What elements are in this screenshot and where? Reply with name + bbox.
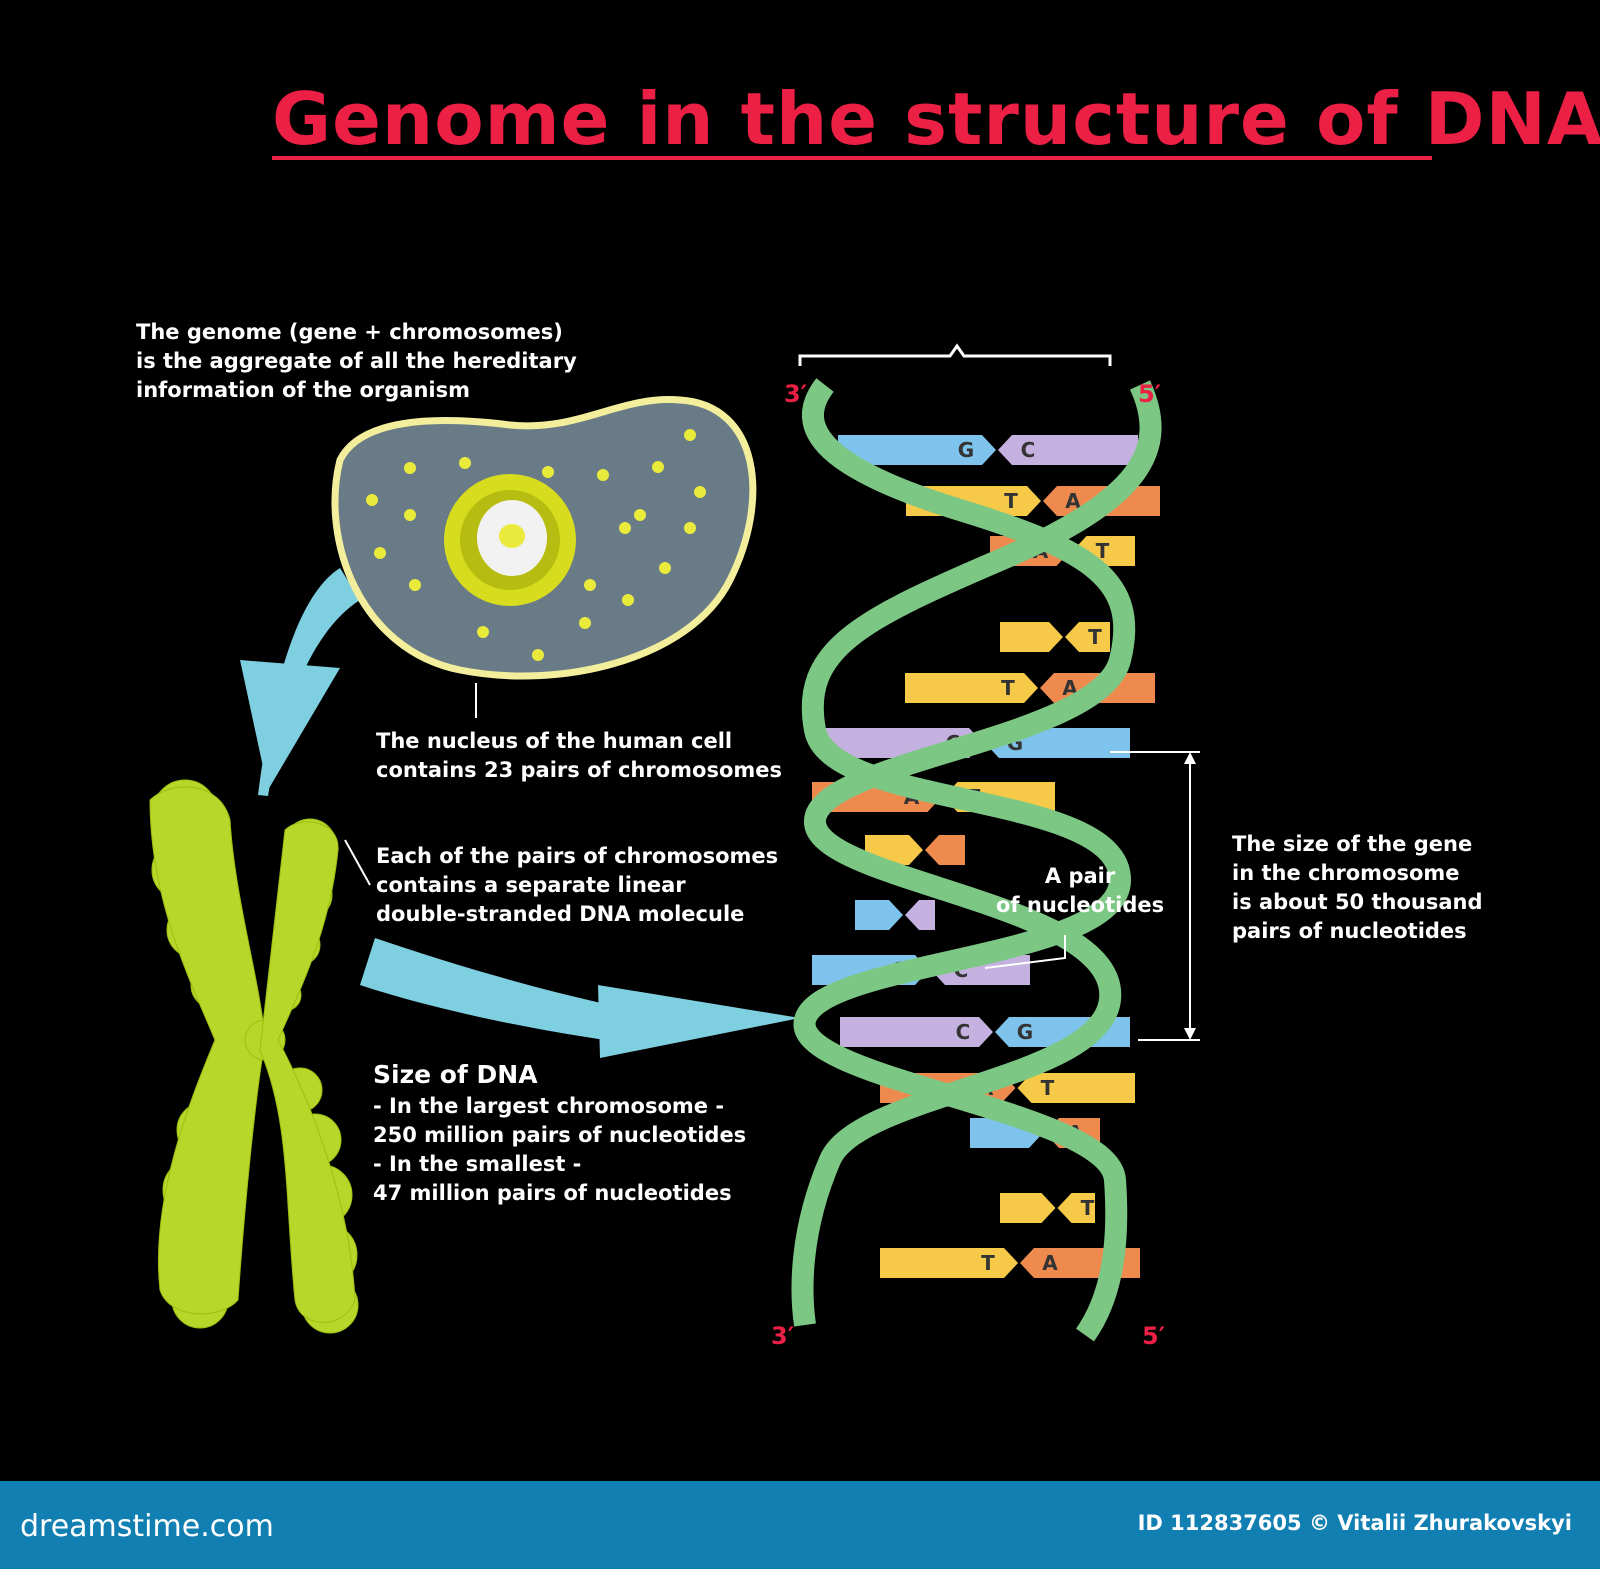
- nucleotide-pair-leader: [984, 935, 1066, 969]
- nucleotide-pair-label: A pair of nucleotides: [996, 864, 1165, 917]
- nucleotide-right: [1057, 1193, 1095, 1223]
- nucleotide-right: [925, 835, 965, 865]
- nucleotide-right-letter: T: [1041, 1076, 1055, 1100]
- nucleotide-right: [905, 900, 935, 930]
- nucleotide-left: [880, 1248, 1018, 1278]
- cell-nucleus: [444, 474, 576, 606]
- chromosome-left-arm: [149, 779, 266, 1329]
- chromosome-pairs-note: Each of the pairs of chromosomes contain…: [376, 844, 779, 926]
- nucleotide-right-letter: A: [1042, 1251, 1058, 1275]
- nucleotide-right-letter: G: [1017, 1020, 1033, 1044]
- footer-credit: ID 112837605 © Vitalii Zhurakovskyi: [1137, 1511, 1572, 1535]
- strand-end-top-left: 3′: [784, 380, 808, 408]
- nucleotide-left-letter: T: [1004, 489, 1018, 513]
- dna-helix: [791, 378, 1162, 1342]
- strand-end-top-right: 5′: [1138, 380, 1162, 408]
- nucleotide-left: [855, 900, 903, 930]
- human-cell: [331, 396, 757, 680]
- footer-bar: dreamstime.com ID 112837605 © Vitalii Zh…: [0, 1481, 1600, 1569]
- arrow-cell-to-chromosome: [240, 568, 360, 796]
- nucleotide-right-letter: T: [1081, 1196, 1095, 1220]
- chromosome-leader: [344, 839, 371, 886]
- gene-size-measure: [1110, 751, 1200, 1041]
- base-pair: [855, 900, 935, 930]
- base-pair: T: [1000, 1193, 1095, 1223]
- helix-strand-2: [793, 380, 1162, 1342]
- nucleotide-left-letter: C: [956, 1020, 971, 1044]
- top-bracket: [798, 343, 1112, 366]
- dna-size-note: - In the largest chromosome - 250 millio…: [373, 1094, 747, 1205]
- arrow-chromosome-to-dna: [360, 938, 800, 1058]
- dna-size-heading: Size of DNA: [373, 1060, 538, 1089]
- nucleotide-right-letter: T: [1096, 539, 1110, 563]
- nucleotide-left: [1000, 1193, 1056, 1223]
- nucleotide-right: [1065, 622, 1110, 652]
- nucleotide-left: [905, 673, 1038, 703]
- title-underline: [272, 156, 1432, 160]
- genome-note: The genome (gene + chromosomes) is the a…: [136, 320, 577, 402]
- nucleotide-right-letter: A: [1065, 489, 1081, 513]
- nucleotide-left: [840, 1017, 993, 1047]
- helix-strand-1: [791, 378, 1136, 1327]
- nucleotide-right: [1017, 1073, 1135, 1103]
- nucleotide-left-letter: T: [981, 1251, 995, 1275]
- nucleotide-right: [998, 435, 1138, 465]
- nucleotide-left-letter: G: [958, 438, 974, 462]
- nucleotide-left-letter: T: [1001, 676, 1015, 700]
- footer-logo[interactable]: dreamstime.com: [20, 1509, 274, 1544]
- strand-end-bottom-left: 3′: [771, 1322, 795, 1350]
- strand-end-bottom-right: 5′: [1142, 1322, 1166, 1350]
- nucleotide-right-letter: T: [1088, 625, 1102, 649]
- nucleus-note: The nucleus of the human cell contains 2…: [376, 729, 783, 782]
- nucleotide-left: [838, 435, 996, 465]
- gene-size-note: The size of the gene in the chromosome i…: [1232, 832, 1483, 943]
- chromosome-right-arm: [244, 818, 359, 1334]
- nucleotide-right-letter: C: [1021, 438, 1036, 462]
- chromosome: [149, 779, 359, 1334]
- page-title: Genome in the structure of DNA: [272, 77, 1600, 161]
- cell-granules: [366, 429, 706, 661]
- base-pair: T: [1000, 622, 1110, 652]
- nucleotide-left: [1000, 622, 1063, 652]
